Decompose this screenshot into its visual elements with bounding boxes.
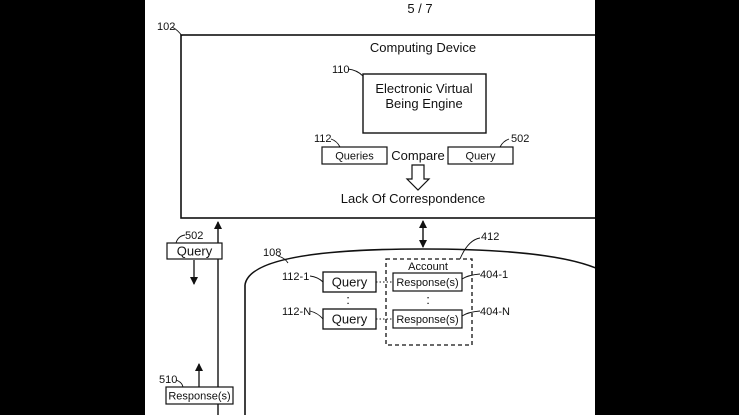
computing-device-ref: 102 — [157, 21, 175, 33]
database-cylinder — [244, 248, 595, 415]
query-ellipsis: : — [346, 292, 350, 307]
queries-leader — [330, 138, 341, 148]
outgoing-query-label: Query — [177, 244, 213, 259]
engine-name-line2: Being Engine — [385, 96, 462, 111]
database-ref: 108 — [263, 247, 281, 259]
database-leader — [277, 255, 289, 264]
queries-ref: 112 — [314, 133, 332, 145]
rowN-response-box — [392, 309, 463, 329]
engine-name-line1: Electronic Virtual — [375, 81, 472, 96]
outgoing-query-box — [166, 242, 223, 260]
outgoing-query-ref: 502 — [185, 230, 203, 242]
row1-response-label: Response(s) — [396, 277, 458, 289]
account-ref: 412 — [481, 231, 499, 243]
computing-device-leader — [171, 26, 183, 37]
hollow-down-arrow-icon — [405, 164, 431, 191]
row1-query-label: Query — [332, 275, 368, 290]
page-sheet — [145, 0, 595, 415]
incoming-response-box — [165, 386, 234, 405]
queries-box — [321, 146, 388, 165]
compare-label: Compare — [391, 148, 444, 163]
query-box — [447, 146, 514, 165]
row1-query-ref: 112-1 — [282, 271, 309, 283]
rowN-query-leader — [309, 310, 324, 320]
rowN-query-label: Query — [332, 312, 368, 327]
query-ref: 502 — [511, 133, 529, 145]
page-number: 5 / 7 — [407, 1, 432, 16]
incoming-response-ref: 510 — [159, 374, 177, 386]
account-box — [385, 258, 473, 346]
rowN-response-leader — [461, 310, 481, 317]
incoming-response-leader — [175, 379, 184, 388]
engine-ref: 110 — [332, 64, 350, 76]
row1-response-box — [392, 272, 463, 292]
queries-label: Queries — [335, 151, 374, 163]
rowN-response-label: Response(s) — [396, 314, 458, 326]
computing-device-box — [180, 34, 595, 219]
incoming-response-label: Response(s) — [168, 391, 230, 403]
response-ellipsis: : — [426, 292, 430, 307]
row1-response-ref: 404-1 — [480, 269, 508, 281]
engine-box — [362, 73, 487, 134]
result-label: Lack Of Correspondence — [341, 191, 486, 206]
rowN-query-ref: 112-N — [282, 306, 311, 318]
account-leader — [459, 237, 481, 260]
query-label: Query — [466, 151, 496, 163]
account-title: Account — [408, 261, 448, 273]
row1-query-leader — [309, 275, 324, 283]
query-leader — [499, 138, 510, 148]
engine-leader — [347, 68, 364, 77]
row1-response-leader — [461, 273, 481, 280]
rowN-response-ref: 404-N — [480, 306, 510, 318]
outgoing-query-leader — [175, 234, 186, 244]
computing-device-title: Computing Device — [370, 40, 476, 55]
